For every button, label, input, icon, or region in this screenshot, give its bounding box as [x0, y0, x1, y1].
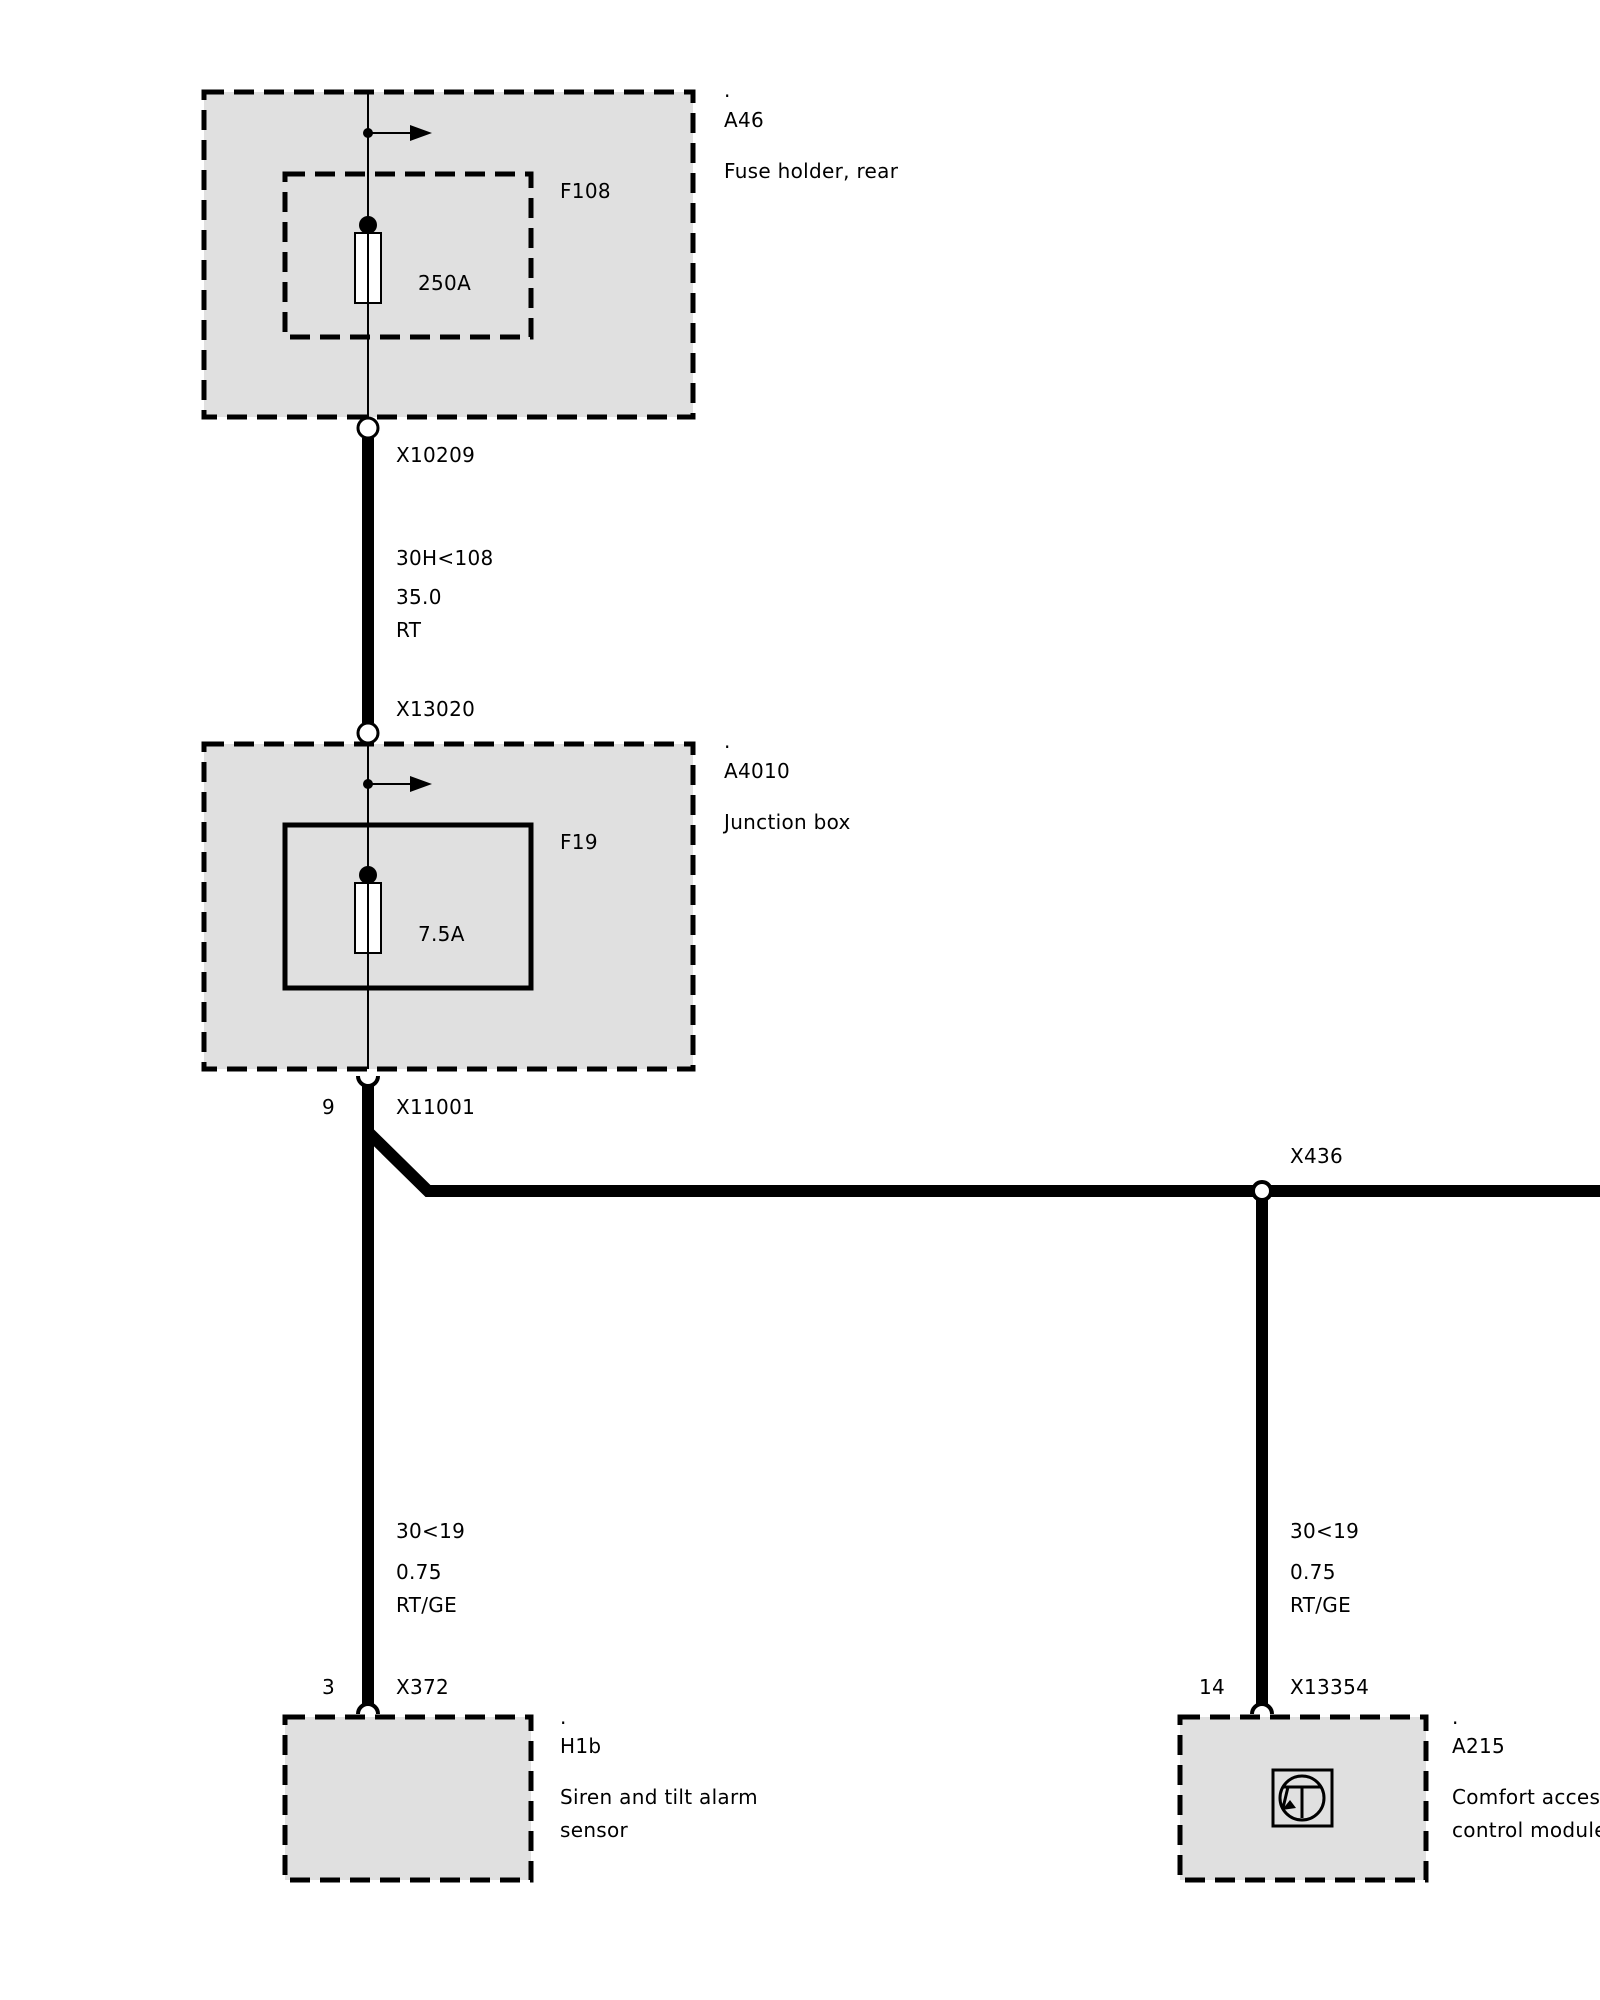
fuse-icon [354, 216, 382, 304]
transistor-icon [1271, 1768, 1334, 1828]
f19-housing [282, 822, 534, 991]
a215-name-line1: Comfort access [1452, 1785, 1600, 1809]
wire-h1b-size: 0.75 [396, 1560, 442, 1584]
a46-housing [201, 89, 696, 420]
branch-arrow-icon [363, 776, 432, 792]
f108-code: F108 [560, 179, 611, 203]
component-a215[interactable]: . A215 Comfort access control module [1177, 1705, 1600, 1883]
connector-x13354-pin-icon[interactable] [1250, 1702, 1274, 1715]
a4010-housing [201, 741, 696, 1072]
x13354-label: X13354 [1290, 1675, 1369, 1699]
x372-pin: 3 [322, 1675, 335, 1699]
wire-main-size: 35.0 [396, 585, 442, 609]
component-a46[interactable]: . A46 Fuse holder, rear F108 250A [201, 78, 899, 420]
a4010-code: A4010 [724, 759, 790, 783]
a46-name: Fuse holder, rear [724, 159, 899, 183]
h1b-name-line2: sensor [560, 1818, 629, 1842]
wire-branch-horizontal[interactable] [363, 1127, 1600, 1197]
x372-label: X372 [396, 1675, 449, 1699]
wire-h1b-color: RT/GE [396, 1593, 457, 1617]
wire-a215-size: 0.75 [1290, 1560, 1336, 1584]
connector-x11001-pin-icon[interactable] [356, 1075, 380, 1088]
component-h1b[interactable]: . H1b Siren and tilt alarm sensor [282, 1705, 758, 1883]
splice-x436[interactable] [1251, 1180, 1273, 1202]
x11001-label: X11001 [396, 1095, 475, 1119]
a46-code: A46 [724, 108, 764, 132]
fuse-icon [354, 866, 382, 954]
x13354-pin: 14 [1199, 1675, 1225, 1699]
wire-a215-color: RT/GE [1290, 1593, 1351, 1617]
x11001-pin: 9 [322, 1095, 335, 1119]
a4010-marker: . [724, 729, 731, 753]
f19-code: F19 [560, 830, 598, 854]
x10209-label: X10209 [396, 443, 475, 467]
x13020-label: X13020 [396, 697, 475, 721]
h1b-marker: . [560, 1705, 567, 1729]
connector-x13020[interactable] [356, 721, 380, 745]
h1b-name-line1: Siren and tilt alarm [560, 1785, 758, 1809]
h1b-code: H1b [560, 1734, 601, 1758]
a215-name-line2: control module [1452, 1818, 1600, 1842]
wire-a215-circuit: 30<19 [1290, 1519, 1359, 1543]
f19-rating: 7.5A [418, 922, 465, 946]
wire-h1b-circuit: 30<19 [396, 1519, 465, 1543]
f108-rating: 250A [418, 271, 471, 295]
connector-x372-pin-icon[interactable] [356, 1702, 380, 1715]
h1b-housing [282, 1714, 534, 1883]
a46-marker: . [724, 78, 731, 102]
component-a4010[interactable]: . A4010 Junction box F19 7.5A [201, 729, 851, 1072]
a215-marker: . [1452, 1705, 1459, 1729]
a215-code: A215 [1452, 1734, 1505, 1758]
x436-label: X436 [1290, 1144, 1343, 1168]
connector-x10209[interactable] [356, 416, 380, 440]
wire-main-circuit: 30H<108 [396, 546, 494, 570]
branch-arrow-icon [363, 125, 432, 141]
wire-main-color: RT [396, 618, 422, 642]
f108-housing [282, 171, 534, 340]
a4010-name: Junction box [722, 810, 851, 834]
